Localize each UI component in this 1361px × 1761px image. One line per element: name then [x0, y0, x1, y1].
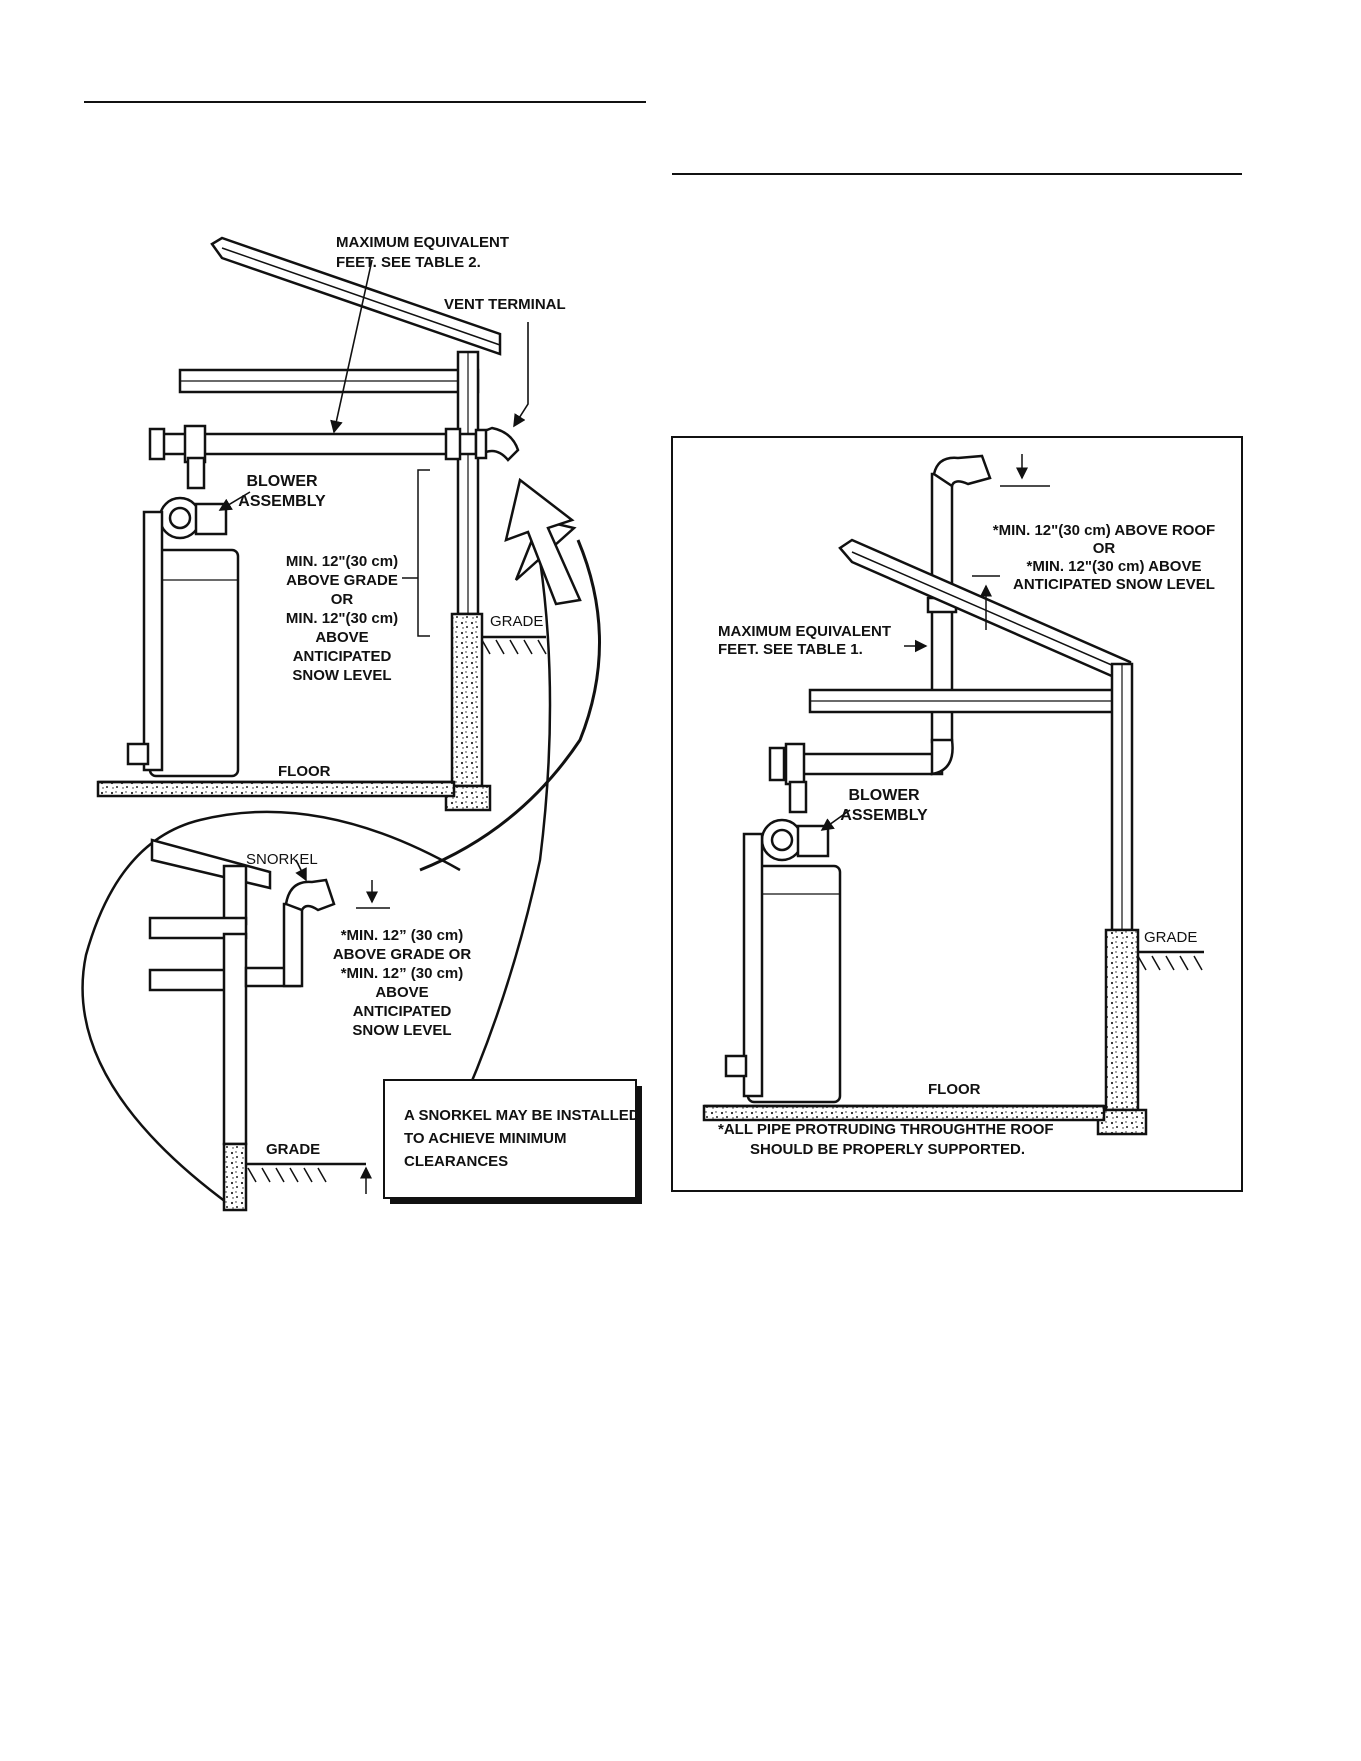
snorkel-note-2: TO ACHIEVE MINIMUM — [404, 1130, 567, 1147]
right-max-equiv-2: FEET. SEE TABLE 1. — [718, 641, 863, 658]
left-floor — [96, 780, 456, 798]
max-equiv-label-2: FEET. SEE TABLE 2. — [336, 254, 481, 271]
left-clearance-4: MIN. 12"(30 cm) — [286, 610, 398, 627]
left-floor-label: FLOOR — [278, 763, 331, 780]
right-vent-elbow — [932, 454, 992, 489]
inset-clearance-3: *MIN. 12” (30 cm) — [341, 965, 464, 982]
blower-label-1: BLOWER — [246, 473, 318, 490]
vent-terminal-elbow — [480, 426, 520, 462]
snorkel-elbow — [284, 878, 336, 912]
left-section-rule — [84, 101, 646, 103]
right-blower-label-2: ASSEMBLY — [840, 807, 928, 824]
left-wall-vent-diagram — [96, 236, 547, 812]
right-blower-label-1: BLOWER — [848, 787, 920, 804]
roof-clearance-1: *MIN. 12"(30 cm) ABOVE ROOF — [993, 522, 1215, 539]
blower-label-2: ASSEMBLY — [238, 493, 326, 510]
right-max-equiv-1: MAXIMUM EQUIVALENT — [718, 623, 891, 640]
right-roof-vent-diagram — [702, 454, 1204, 1136]
right-diagram-frame — [671, 436, 1243, 1192]
left-clearance-3: OR — [331, 591, 354, 608]
big-curved-arrow — [419, 539, 601, 872]
support-note-2: SHOULD BE PROPERLY SUPPORTED. — [750, 1141, 1025, 1158]
inset-clearance-6: SNOW LEVEL — [352, 1022, 451, 1039]
left-clearance-6: ANTICIPATED — [293, 648, 392, 665]
support-note-1: *ALL PIPE PROTRUDING THROUGHTHE ROOF — [718, 1121, 1054, 1138]
left-foundation — [450, 612, 484, 788]
right-labels: *MIN. 12"(30 cm) ABOVE ROOF OR *MIN. 12"… — [718, 522, 1215, 1158]
left-roof — [210, 236, 502, 356]
left-labels: MAXIMUM EQUIVALENT FEET. SEE TABLE 2. VE… — [238, 234, 565, 780]
left-clearance-1: MIN. 12"(30 cm) — [286, 553, 398, 570]
left-grade-label: GRADE — [490, 613, 543, 630]
left-clearance-5: ABOVE — [315, 629, 368, 646]
snorkel-note-box — [383, 1079, 637, 1199]
inset-clearance-2: ABOVE GRADE OR — [333, 946, 472, 963]
inset-grade-label: GRADE — [266, 1141, 320, 1158]
snorkel-note-3: CLEARANCES — [404, 1153, 508, 1170]
roof-clearance-3: *MIN. 12"(30 cm) ABOVE — [1027, 558, 1202, 575]
snorkel-inset — [81, 477, 642, 1212]
roof-clearance-4: ANTICIPATED SNOW LEVEL — [1013, 576, 1215, 593]
inset-clearance-4: ABOVE — [375, 984, 428, 1001]
inset-wall — [222, 932, 248, 1146]
inset-labels: SNORKEL *MIN. 12” (30 cm) ABOVE GRADE OR… — [246, 851, 640, 1170]
arrowhead — [504, 477, 582, 606]
right-floor-label: FLOOR — [928, 1081, 981, 1098]
inset-circle-outline — [81, 810, 461, 1207]
left-clearance-2: ABOVE GRADE — [286, 572, 398, 589]
snorkel-note-1: A SNORKEL MAY BE INSTALLED — [404, 1107, 640, 1124]
left-clearance-7: SNOW LEVEL — [292, 667, 391, 684]
max-equiv-label-1: MAXIMUM EQUIVALENT — [336, 234, 509, 251]
inset-clearance-1: *MIN. 12” (30 cm) — [341, 927, 464, 944]
vent-terminal-label: VENT TERMINAL — [444, 296, 566, 313]
right-grade-label: GRADE — [1144, 929, 1197, 946]
right-section-rule — [672, 173, 1242, 175]
roof-clearance-2: OR — [1093, 540, 1116, 557]
snorkel-label: SNORKEL — [246, 851, 318, 868]
inset-clearance-5: ANTICIPATED — [353, 1003, 452, 1020]
right-floor — [702, 1104, 1106, 1122]
